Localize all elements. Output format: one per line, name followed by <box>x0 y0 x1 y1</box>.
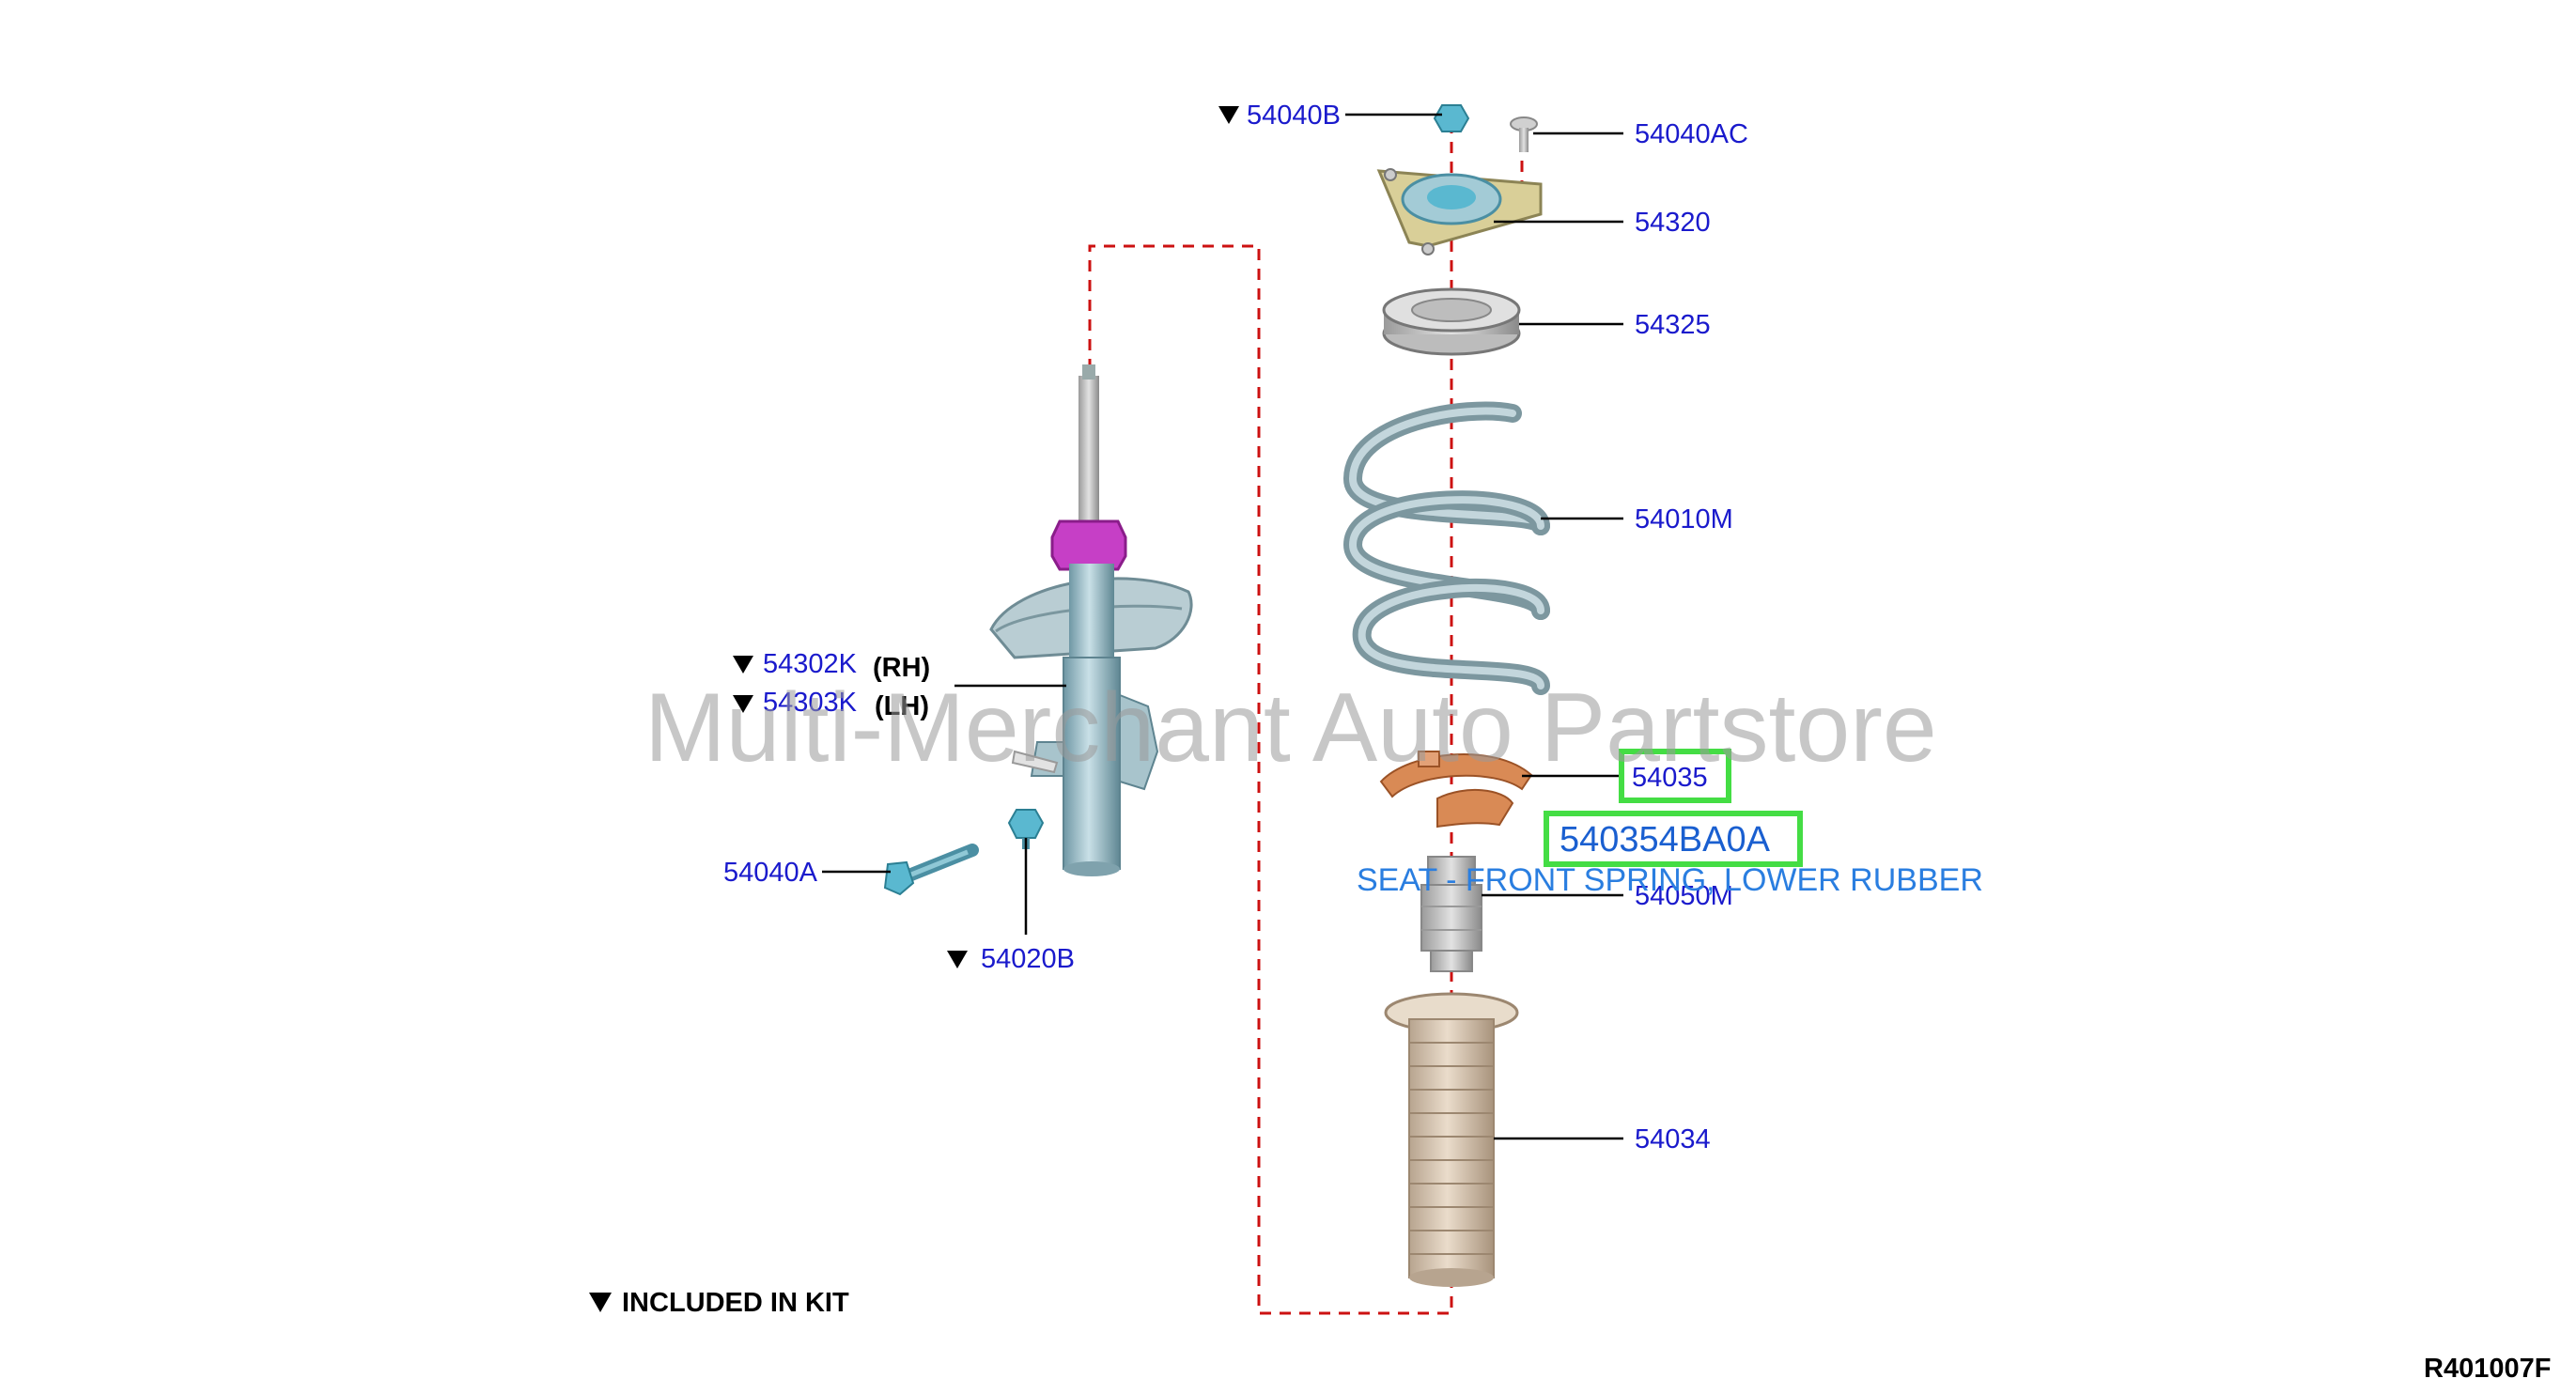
highlight-part-number: 540354BA0A <box>1560 820 1771 860</box>
label-54010m: 54010M <box>1635 504 1733 534</box>
label-54040ac: 54040AC <box>1635 119 1748 149</box>
strut-nut-icon <box>1050 519 1127 571</box>
leader-lines <box>822 113 1623 1140</box>
strut-mount-54320-graphic <box>1376 168 1543 256</box>
diagram-code: R401007F <box>2424 1354 2551 1384</box>
callout-54303k: 54303K (LH) <box>733 688 929 721</box>
label-rh: (RH) <box>873 653 930 683</box>
highlight-description: SEAT - FRONT SPRING, LOWER RUBBER <box>1357 862 1983 898</box>
callout-54035-highlighted: 54035 <box>1619 749 1731 803</box>
label-54020b: 54020B <box>981 944 1075 974</box>
coil-spring-54010m-graphic <box>1342 401 1550 695</box>
label-54040b: 54040B <box>1247 101 1341 131</box>
strut-assembly-graphic <box>989 364 1193 876</box>
bump-stop-54050m-graphic <box>1420 856 1482 972</box>
callout-54302k: 54302K (RH) <box>733 649 930 683</box>
bolt-54040a-graphic <box>883 844 979 896</box>
kit-triangle-icon <box>947 951 968 968</box>
label-54325: 54325 <box>1635 310 1711 340</box>
label-54040a: 54040A <box>723 858 818 888</box>
label-54302k: 54302K <box>763 649 858 679</box>
highlight-box-part-number <box>1544 811 1803 867</box>
lower-rubber-seat-54035-graphic <box>1379 751 1533 829</box>
callout-54040b: 54040B <box>1218 101 1341 131</box>
label-54035: 54035 <box>1632 763 1708 793</box>
callout-540354ba0a: 540354BA0A SEAT - FRONT SPRING, LOWER RU… <box>1357 811 1983 898</box>
dust-boot-54034-graphic <box>1384 992 1519 1287</box>
kit-triangle-icon <box>1218 106 1239 124</box>
upper-seat-54325-graphic <box>1382 287 1521 356</box>
highlight-box-54035 <box>1619 749 1731 803</box>
nut-54040b-graphic <box>1433 104 1470 132</box>
label-lh: (LH) <box>875 691 929 721</box>
callout-54020b: 54020B <box>947 944 1075 974</box>
label-54303k: 54303K <box>763 688 858 718</box>
label-54320: 54320 <box>1635 208 1711 238</box>
legend-kit-text: INCLUDED IN KIT <box>622 1288 849 1318</box>
kit-triangle-icon <box>733 695 753 713</box>
label-54034: 54034 <box>1635 1124 1711 1154</box>
kit-triangle-icon <box>589 1293 612 1312</box>
label-54050m: 54050M <box>1635 881 1733 911</box>
legend-included-in-kit: INCLUDED IN KIT <box>589 1288 849 1318</box>
kit-triangle-icon <box>733 656 753 674</box>
watermark: Multi-Merchant Auto Partstore <box>644 674 1937 782</box>
bolt-54040ac-graphic <box>1510 116 1538 152</box>
